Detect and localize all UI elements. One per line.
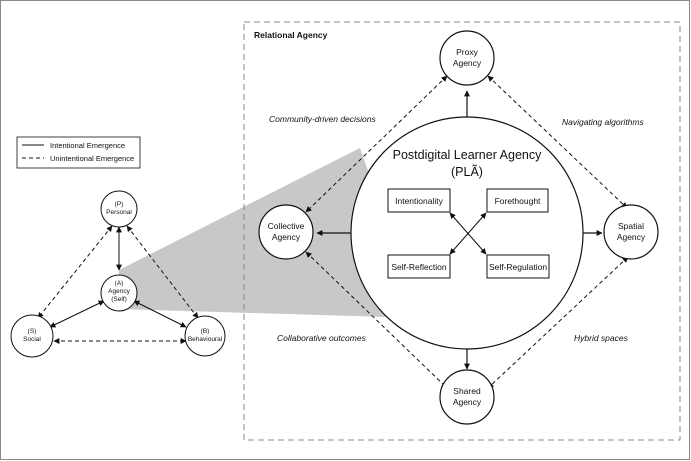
node-social: (S) Social	[10, 314, 54, 358]
svg-text:Agency: Agency	[272, 232, 301, 242]
box-intentionality: Intentionality	[387, 188, 451, 213]
box-forethought: Forethought	[486, 188, 549, 213]
annotation-navigating-algorithms: Navigating algorithms	[562, 117, 644, 127]
svg-text:Intentionality: Intentionality	[395, 196, 443, 206]
svg-text:(A): (A)	[115, 280, 124, 287]
edge-agency-behavioural	[133, 300, 187, 328]
node-collective-agency: Collective Agency	[258, 204, 314, 260]
relational-agency-frame	[243, 21, 681, 441]
edge-personal-behavioural	[126, 225, 199, 319]
svg-text:Proxy: Proxy	[456, 47, 478, 57]
annotation-collaborative-outcomes: Collaborative outcomes	[277, 333, 367, 343]
svg-text:Self-Reflection: Self-Reflection	[391, 262, 447, 272]
svg-text:Agency: Agency	[108, 288, 130, 295]
node-spatial-agency: Spatial Agency	[603, 204, 659, 260]
svg-text:Self-Regulation: Self-Regulation	[489, 262, 547, 272]
node-proxy-agency: Proxy Agency	[439, 30, 495, 86]
svg-text:(S): (S)	[28, 328, 37, 335]
svg-text:Social: Social	[23, 336, 41, 343]
svg-text:Agency: Agency	[617, 232, 646, 242]
cross-arrow-up-right	[449, 212, 487, 255]
relational-agency-title: Relational Agency	[254, 30, 328, 40]
legend: Intentional Emergence Unintentional Emer…	[16, 136, 141, 169]
center-title: Postdigital Learner Agency	[393, 148, 542, 162]
edge-collective-shared	[305, 251, 448, 389]
edge-spatial-shared	[487, 256, 629, 389]
legend-intentional-label: Intentional Emergence	[50, 141, 125, 150]
svg-text:(Self): (Self)	[111, 296, 127, 303]
svg-text:Spatial: Spatial	[618, 221, 644, 231]
center-subtitle: (PLÃ)	[451, 165, 483, 179]
svg-text:Agency: Agency	[453, 58, 482, 68]
svg-text:(B): (B)	[201, 328, 210, 335]
svg-text:Agency: Agency	[453, 397, 482, 407]
edge-personal-social	[37, 225, 113, 319]
legend-unintentional-label: Unintentional Emergence	[50, 154, 134, 163]
svg-text:(P): (P)	[115, 201, 124, 208]
svg-text:Shared: Shared	[453, 386, 481, 396]
edge-proxy-collective	[305, 75, 448, 213]
node-shared-agency: Shared Agency	[439, 369, 495, 425]
annotation-community-driven-decisions: Community-driven decisions	[269, 114, 377, 124]
node-behavioural: (B) Behavioural	[184, 315, 226, 357]
svg-text:Collective: Collective	[268, 221, 305, 231]
annotation-hybrid-spaces: Hybrid spaces	[574, 333, 629, 343]
svg-text:Forethought: Forethought	[495, 196, 541, 206]
node-personal: (P) Personal	[100, 190, 138, 228]
edge-agency-social	[49, 300, 105, 328]
svg-text:Personal: Personal	[106, 209, 132, 216]
svg-text:Behavioural: Behavioural	[188, 336, 223, 343]
box-self-reflection: Self-Reflection	[387, 254, 451, 279]
edge-proxy-spatial	[487, 75, 628, 209]
node-agency-self: (A) Agency (Self)	[100, 274, 138, 312]
box-self-regulation: Self-Regulation	[486, 254, 550, 279]
